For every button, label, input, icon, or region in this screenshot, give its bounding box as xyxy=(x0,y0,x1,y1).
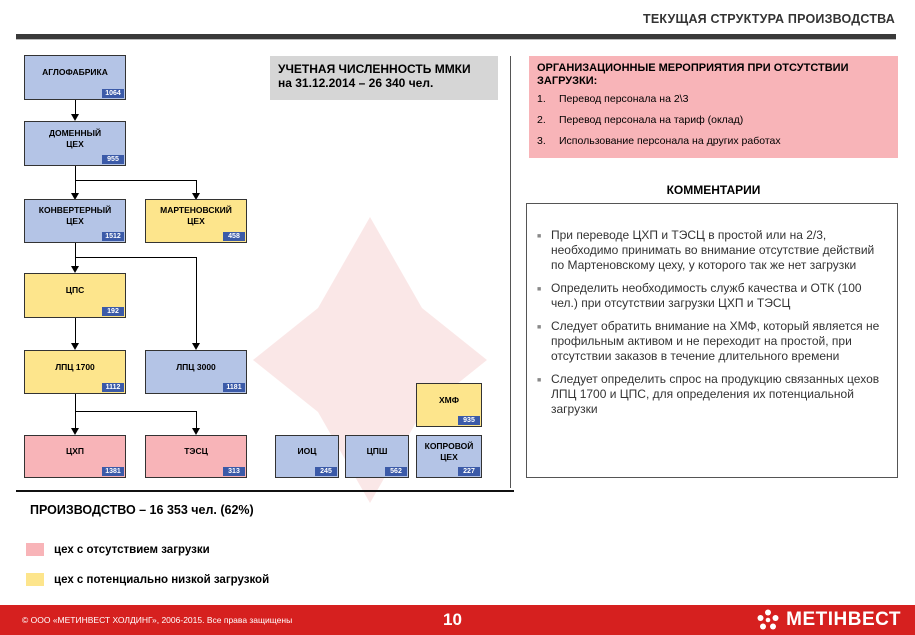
footer-bar: © ООО «МЕТИНВЕСТ ХОЛДИНГ», 2006-2015. Вс… xyxy=(0,605,915,635)
vertical-divider xyxy=(510,56,511,488)
legend-item-low-load: цех с потенциально низкой загрузкой xyxy=(26,573,269,586)
unit-cpsh: ЦПШ 562 xyxy=(345,435,409,478)
unit-count-badge: 192 xyxy=(102,307,124,316)
unit-count-badge: 1064 xyxy=(102,89,124,98)
unit-count-badge: 245 xyxy=(315,467,337,476)
unit-name: ЛПЦ 1700 xyxy=(55,361,95,372)
unit-name: ИОЦ xyxy=(297,446,317,456)
connector-line xyxy=(196,411,197,428)
unit-chp: ЦХП 1381 xyxy=(24,435,126,478)
unit-hmf: ХМФ 935 xyxy=(416,383,482,427)
staff-count-title: УЧЕТНАЯ ЧИСЛЕННОСТЬ ММКИ xyxy=(278,62,471,76)
horizontal-divider xyxy=(16,490,514,492)
title-divider xyxy=(16,34,896,40)
unit-name: КОНВЕРТЕРНЫЙ ЦЕХ xyxy=(38,205,112,226)
legend-item-no-load: цех с отсутствием загрузки xyxy=(26,543,210,556)
unit-koprovoy: КОПРОВОЙ ЦЕХ 227 xyxy=(416,435,482,478)
unit-count-badge: 1381 xyxy=(102,467,124,476)
unit-name: КОПРОВОЙ ЦЕХ xyxy=(424,440,474,462)
unit-count-badge: 1112 xyxy=(102,383,124,392)
comments-title: КОММЕНТАРИИ xyxy=(666,183,761,197)
unit-count-badge: 1181 xyxy=(223,383,245,392)
unit-name: ЦХП xyxy=(66,446,84,456)
connector-arrow xyxy=(192,428,200,435)
connector-arrow xyxy=(71,428,79,435)
connector-arrow xyxy=(71,343,79,350)
connector-line xyxy=(75,411,196,412)
comments-panel: При переводе ЦХП и ТЭСЦ в простой или на… xyxy=(526,203,898,478)
item-number: 2. xyxy=(537,114,546,126)
unit-name: МАРТЕНОВСКИЙ ЦЕХ xyxy=(160,205,232,226)
unit-count-badge: 955 xyxy=(102,155,124,164)
connector-line xyxy=(196,257,197,343)
connector-line xyxy=(75,180,196,181)
page-number: 10 xyxy=(443,610,462,629)
unit-konverternyi: КОНВЕРТЕРНЫЙ ЦЕХ 1512 xyxy=(24,199,126,243)
connector-line xyxy=(75,166,76,193)
unit-name: ЦПШ xyxy=(366,446,388,456)
unit-count-badge: 458 xyxy=(223,232,245,241)
list-item: 2. Перевод персонала на тариф (оклад) xyxy=(537,114,890,127)
staff-count-value: на 31.12.2014 – 26 340 чел. xyxy=(278,76,434,90)
item-text: Перевод персонала на тариф (оклад) xyxy=(559,114,744,126)
item-number: 3. xyxy=(537,135,546,147)
unit-name: ДОМЕННЫЙ ЦЕХ xyxy=(48,127,102,149)
unit-count-badge: 227 xyxy=(458,467,480,476)
unit-name: ТЭСЦ xyxy=(184,446,208,456)
measures-list: 1. Перевод персонала на 2\3 2. Перевод пер… xyxy=(537,93,890,148)
list-item: Следует обратить внимание на ХМФ, которы… xyxy=(537,319,883,364)
footer-copyright: © ООО «МЕТИНВЕСТ ХОЛДИНГ», 2006-2015. Вс… xyxy=(22,615,293,625)
unit-count-badge: 313 xyxy=(223,467,245,476)
connector-line xyxy=(75,243,76,266)
metinvest-logo-icon xyxy=(757,609,779,630)
unit-domennyi: ДОМЕННЫЙ ЦЕХ 955 xyxy=(24,121,126,166)
brand-name: МЕТІНВЕСТ xyxy=(786,609,901,630)
comments-list: При переводе ЦХП и ТЭСЦ в простой или на… xyxy=(537,228,883,417)
unit-cps: ЦПС 192 xyxy=(24,273,126,318)
unit-count-badge: 935 xyxy=(458,416,480,425)
unit-tesc: ТЭСЦ 313 xyxy=(145,435,247,478)
unit-count-badge: 562 xyxy=(385,467,407,476)
measures-title: ОРГАНИЗАЦИОННЫЕ МЕРОПРИЯТИЯ ПРИ ОТСУТСТВ… xyxy=(537,62,849,87)
unit-aglofabrika: АГЛОФАБРИКА 1064 xyxy=(24,55,126,100)
connector-arrow xyxy=(192,343,200,350)
connector-arrow xyxy=(192,193,200,200)
legend-swatch xyxy=(26,543,44,556)
unit-name: ХМФ xyxy=(438,394,459,405)
item-number: 1. xyxy=(537,93,546,105)
unit-lpc3000: ЛПЦ 3000 1181 xyxy=(145,350,247,394)
connector-line xyxy=(75,257,196,258)
unit-name: ЛПЦ 3000 xyxy=(176,361,216,372)
unit-name: АГЛОФАБРИКА xyxy=(42,67,108,77)
measures-panel: ОРГАНИЗАЦИОННЫЕ МЕРОПРИЯТИЯ ПРИ ОТСУТСТВ… xyxy=(529,56,898,158)
unit-name: ЦПС xyxy=(65,285,85,295)
brand-logo: МЕТІНВЕСТ xyxy=(756,609,901,631)
unit-ioc: ИОЦ 245 xyxy=(275,435,339,478)
connector-line xyxy=(196,180,197,193)
list-item: Определить необходимость служб качества … xyxy=(537,281,883,311)
list-item: 3. Использование персонала на других рабо… xyxy=(537,135,890,148)
item-text: Использование персонала на других работа… xyxy=(559,135,781,147)
list-item: При переводе ЦХП и ТЭСЦ в простой или на… xyxy=(537,228,883,273)
connector-arrow xyxy=(71,114,79,121)
connector-line xyxy=(75,318,76,343)
legend-label: цех с потенциально низкой загрузкой xyxy=(54,573,270,586)
list-item: 1. Перевод персонала на 2\3 xyxy=(537,93,890,106)
legend-label: цех с отсутствием загрузки xyxy=(54,543,210,556)
connector-arrow xyxy=(71,266,79,273)
connector-arrow xyxy=(71,193,79,200)
page-title: ТЕКУЩАЯ СТРУКТУРА ПРОИЗВОДСТВА xyxy=(643,12,895,26)
legend-swatch xyxy=(26,573,44,586)
unit-martenovskiy: МАРТЕНОВСКИЙ ЦЕХ 458 xyxy=(145,199,247,243)
connector-line xyxy=(75,100,76,114)
list-item: Следует определить спрос на продукцию св… xyxy=(537,372,883,417)
item-text: Перевод персонала на 2\3 xyxy=(559,93,689,105)
unit-count-badge: 1512 xyxy=(102,232,124,241)
unit-lpc1700: ЛПЦ 1700 1112 xyxy=(24,350,126,394)
production-total: ПРОИЗВОДСТВО – 16 353 чел. (62%) xyxy=(30,503,254,517)
staff-count-box: УЧЕТНАЯ ЧИСЛЕННОСТЬ ММКИ на 31.12.2014 –… xyxy=(270,56,498,100)
